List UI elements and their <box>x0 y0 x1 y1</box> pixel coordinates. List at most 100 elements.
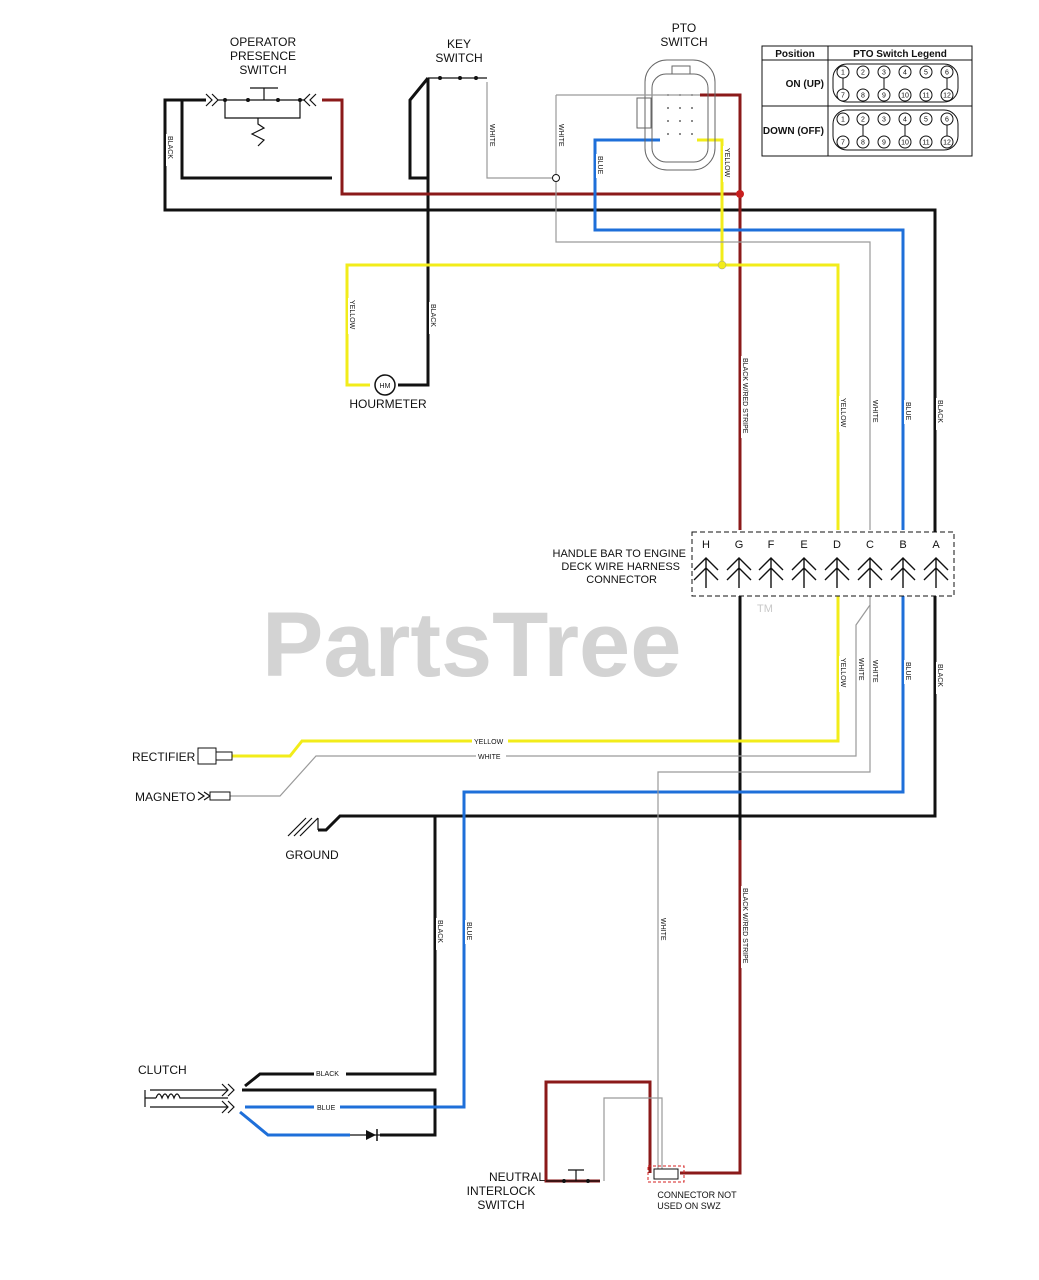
operator-presence-switch: OPERATOR PRESENCE SWITCH <box>205 35 317 147</box>
legend-down-pin-3-label: 3 <box>882 117 886 124</box>
legend-row-down: DOWN (OFF) <box>763 126 824 137</box>
wire-label-yellow-hourmeter: YELLOW <box>348 300 355 330</box>
legend-on-pin-11-label: 11 <box>922 93 929 100</box>
legend-down-pin-12 <box>940 135 954 149</box>
wire-label-white-magneto: WHITE <box>478 754 501 761</box>
legend-down-pin-3 <box>877 112 891 126</box>
wire-label-black-left: BLACK <box>166 136 173 159</box>
magneto-label: MAGNETO <box>135 790 195 804</box>
wire-label-yellow-upper: YELLOW <box>839 398 846 428</box>
legend-on-pin-4-label: 4 <box>903 70 907 77</box>
wire-label-blue-pto: BLUE <box>596 156 603 175</box>
operator-presence-label-2: PRESENCE <box>230 49 296 63</box>
legend-down-pin-4-label: 4 <box>903 117 907 124</box>
legend-down-pin-2-label: 2 <box>861 117 865 124</box>
legend-down-pin-7 <box>836 135 850 149</box>
clutch-label: CLUTCH <box>138 1063 187 1077</box>
legend-on-pin-3-label: 3 <box>882 70 886 77</box>
legend-on-pin-12 <box>940 88 954 102</box>
connector-terminal-f <box>758 557 784 588</box>
legend-on-pin-12-label: 12 <box>943 93 951 100</box>
wire-label-white-lower-2: WHITE <box>871 660 878 683</box>
wire-label-white-lower-1: WHITE <box>857 658 864 681</box>
connector-pin-b: B <box>899 539 906 551</box>
connector-note-1: CONNECTOR NOT <box>657 1190 737 1200</box>
white-wires <box>230 82 871 1181</box>
connector-pin-e: E <box>800 539 807 551</box>
legend-down-pin-6 <box>940 112 954 126</box>
legend-row-on: ON (UP) <box>786 79 824 90</box>
legend-down-pin-5 <box>919 112 933 126</box>
legend-down-pin-9 <box>877 135 891 149</box>
wire-label-yellow-rectifier: YELLOW <box>474 739 504 746</box>
rectifier: RECTIFIER <box>132 747 233 765</box>
legend-on-pin-9-label: 9 <box>882 93 886 100</box>
watermark-text: PartsTree <box>262 594 681 696</box>
blue-wires <box>239 138 905 1137</box>
legend-on-pin-2 <box>856 65 870 79</box>
connector-terminal-b <box>890 557 916 588</box>
wire-label-blue-lower: BLUE <box>904 662 911 681</box>
wire-labels: YELLOW WHITE BLACK BLUE BLACK WHITE WHIT… <box>166 122 945 1112</box>
wire-label-yellow-lower: YELLOW <box>839 658 846 688</box>
wire-label-blue-clutch: BLUE <box>317 1105 336 1112</box>
wire-label-blue-upper: BLUE <box>904 402 911 421</box>
hourmeter-label: HOURMETER <box>349 397 427 411</box>
wire-label-black-clutch: BLACK <box>316 1071 339 1078</box>
connector-pin-g: G <box>735 539 744 551</box>
legend-down-pin-12-label: 12 <box>943 140 951 147</box>
connector-pin-f: F <box>768 539 775 551</box>
wire-label-black-red-upper: BLACK W/RED STRIPE <box>741 358 748 434</box>
watermark-tm: TM <box>757 603 773 615</box>
wire-label-yellow-pto: YELLOW <box>723 148 730 178</box>
legend-down-pin-10 <box>898 135 912 149</box>
pto-switch-label-2: SWITCH <box>660 35 707 49</box>
wire-label-blue-ground: BLUE <box>465 922 472 941</box>
key-switch-label-2: SWITCH <box>435 51 482 65</box>
legend-on-pin-1 <box>836 65 850 79</box>
key-switch-label-1: KEY <box>447 37 471 51</box>
pto-switch-label-1: PTO <box>672 21 696 35</box>
connector-terminal-d <box>824 557 850 588</box>
legend-on-pin-5 <box>919 65 933 79</box>
legend-down-pin-6-label: 6 <box>945 117 949 124</box>
legend-on-pin-2-label: 2 <box>861 70 865 77</box>
legend-down-pin-11 <box>919 135 933 149</box>
legend-on-pin-7-label: 7 <box>841 93 845 100</box>
legend-down-pin-1 <box>836 112 850 126</box>
pto-switch: PTO SWITCH <box>556 21 716 171</box>
legend-on-pin-3 <box>877 65 891 79</box>
connector-label-2: DECK WIRE HARNESS <box>561 561 680 573</box>
connector-terminal-c <box>857 557 883 588</box>
wire-label-black-hourmeter: BLACK <box>429 304 436 327</box>
legend-on-pin-10 <box>898 88 912 102</box>
legend-on-pin-5-label: 5 <box>924 70 928 77</box>
wire-label-black-lower: BLACK <box>936 664 943 687</box>
connector-note-2: USED ON SWZ <box>657 1201 721 1211</box>
legend-down-pin-1-label: 1 <box>841 117 845 124</box>
connector-terminal-e <box>791 557 817 588</box>
legend-down-pin-11-label: 11 <box>922 140 929 147</box>
connector-pin-h: H <box>702 539 710 551</box>
key-switch: KEY SWITCH <box>428 37 487 80</box>
connector-label-1: HANDLE BAR TO ENGINE <box>553 548 686 560</box>
legend-down-pin-8-label: 8 <box>861 140 865 147</box>
neutral-interlock-label-1: NEUTRAL <box>489 1170 545 1184</box>
legend-on-pin-6 <box>940 65 954 79</box>
ground-symbol: GROUND <box>285 817 339 862</box>
legend-header-title: PTO Switch Legend <box>853 49 947 60</box>
hourmeter-symbol: HM <box>380 383 391 390</box>
legend-on-pin-9 <box>877 88 891 102</box>
legend-down-pin-10-label: 10 <box>901 140 909 147</box>
legend-header-position: Position <box>775 49 814 60</box>
legend-down-pin-4 <box>898 112 912 126</box>
legend-on-pin-1-label: 1 <box>841 70 845 77</box>
legend-on-pin-8 <box>856 88 870 102</box>
rectifier-label: RECTIFIER <box>132 750 196 764</box>
wire-label-white-key: WHITE <box>488 124 495 147</box>
neutral-interlock-switch: NEUTRAL INTERLOCK SWITCH CONNECTOR NOT U… <box>467 1165 737 1212</box>
neutral-interlock-label-2: INTERLOCK <box>467 1184 536 1198</box>
neutral-interlock-label-3: SWITCH <box>477 1198 524 1212</box>
clutch: CLUTCH <box>138 1063 380 1141</box>
